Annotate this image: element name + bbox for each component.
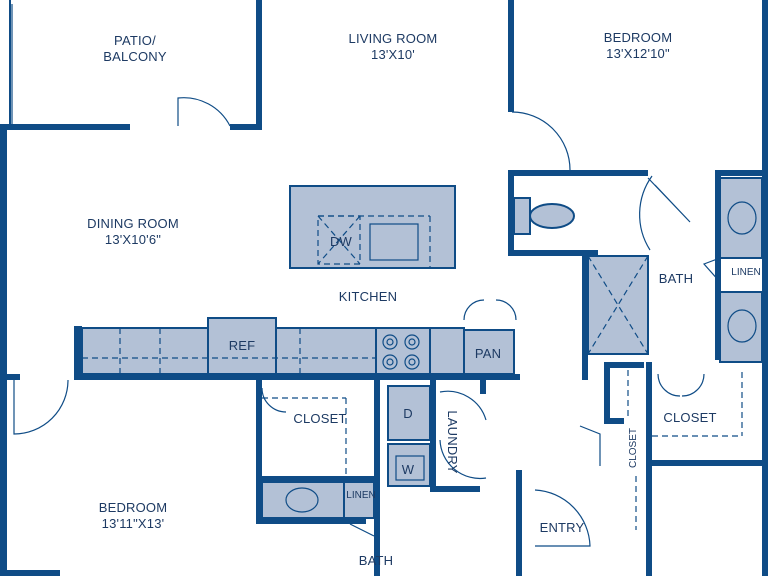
closet-1-label: CLOSET <box>663 410 716 425</box>
bedroom-2-size: 13'11"X13' <box>102 516 165 531</box>
living-room-label: LIVING ROOM <box>349 31 438 46</box>
linen-closet-label: LINEN <box>731 267 760 278</box>
patio-label-line2: BALCONY <box>103 49 167 64</box>
dining-room-size: 13'X10'6" <box>105 232 161 247</box>
closet-2-label: CLOSET <box>293 411 346 426</box>
dryer-label: D <box>403 406 413 421</box>
refrigerator-label: REF <box>229 338 256 353</box>
entry-label: ENTRY <box>540 520 585 535</box>
closet-3-label: CLOSET <box>628 428 639 468</box>
bath-2-label: BATH <box>359 553 394 568</box>
laundry-fixtures <box>261 385 637 530</box>
linen-closet-2-label: LINEN <box>346 490 375 501</box>
living-room-size: 13'X10' <box>371 47 415 62</box>
dining-room-label: DINING ROOM <box>87 216 179 231</box>
kitchen-label: KITCHEN <box>339 289 397 304</box>
kitchen-island <box>289 185 456 269</box>
bedroom-1-label: BEDROOM <box>604 30 673 45</box>
washer-label: W <box>402 462 415 477</box>
patio-label-line1: PATIO/ <box>114 33 156 48</box>
kitchen-counter <box>81 317 515 375</box>
bath-1-label: BATH <box>659 271 694 286</box>
laundry-label: LAUNDRY <box>445 410 460 473</box>
bedroom-2-label: BEDROOM <box>99 500 168 515</box>
doors <box>13 97 721 547</box>
windows <box>4 4 13 540</box>
dishwasher-label: DW <box>330 234 353 249</box>
bedroom-1-size: 13'X12'10" <box>606 46 670 61</box>
master-bath-fixtures <box>513 177 763 437</box>
pantry-label: PAN <box>475 346 501 361</box>
